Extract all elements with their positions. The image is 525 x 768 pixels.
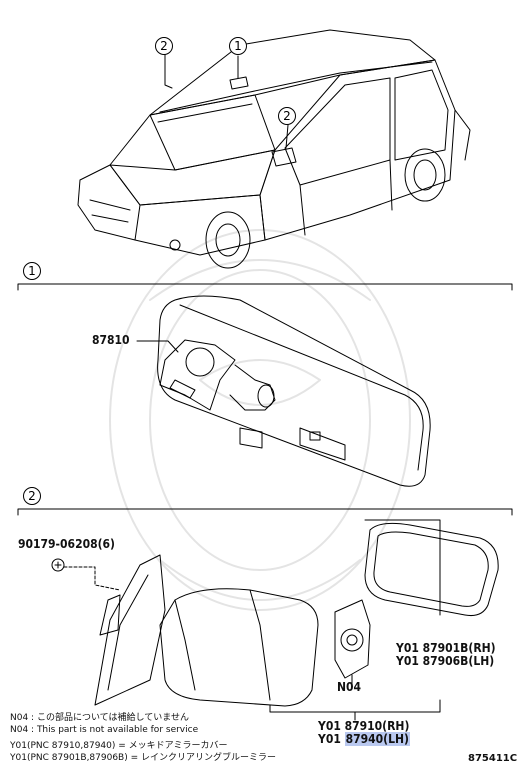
glass-rh-label: Y01 87901B(RH) — [396, 641, 496, 655]
callout-2-car-right: 2 — [278, 107, 296, 125]
outer-mirror-illustration — [94, 522, 499, 707]
callout-leaders — [164, 54, 289, 149]
bolt-symbol — [51, 558, 121, 591]
mirror-lh-label: Y01 87940(LH) — [318, 732, 410, 746]
mirror-lh-prefix: Y01 — [318, 732, 341, 746]
section-2-frame — [17, 508, 513, 516]
mirror-rh-label: Y01 87910(RH) — [318, 720, 409, 733]
callout-2-car-left: 2 — [155, 37, 173, 55]
section-1-number: 1 — [23, 262, 41, 280]
mirror-lh-code-highlighted[interactable]: 87940(LH) — [344, 732, 410, 746]
n04-label: N04 — [337, 680, 362, 694]
part-87810-label: 87810 — [92, 333, 130, 347]
section-1-frame — [17, 283, 513, 291]
figure-number: 875411C — [468, 753, 518, 764]
part-leaders — [269, 519, 441, 721]
section-2-number: 2 — [23, 487, 41, 505]
watermark — [109, 229, 411, 611]
note-line-3: Y01(PNC 87910,87940) = メッキドアミラーカバー — [10, 741, 228, 751]
glass-lh-label: Y01 87906B(LH) — [396, 654, 495, 668]
inner-mirror-illustration — [157, 295, 431, 487]
note-line-1: N04 : この部品については補給していません — [10, 713, 189, 723]
leader-87810 — [136, 340, 179, 353]
callout-1-car: 1 — [229, 37, 247, 55]
note-line-2: N04 : This part is not available for ser… — [10, 725, 199, 735]
mirror-rh-prefix: Y01 — [318, 719, 341, 733]
note-line-4: Y01(PNC 87901B,87906B) = レインクリアリングブルーミラー — [10, 753, 277, 763]
mirror-rh-code: 87910(RH) — [344, 719, 410, 733]
bolt-part-label: 90179-06208(6) — [18, 537, 115, 551]
car-illustration — [77, 29, 471, 269]
